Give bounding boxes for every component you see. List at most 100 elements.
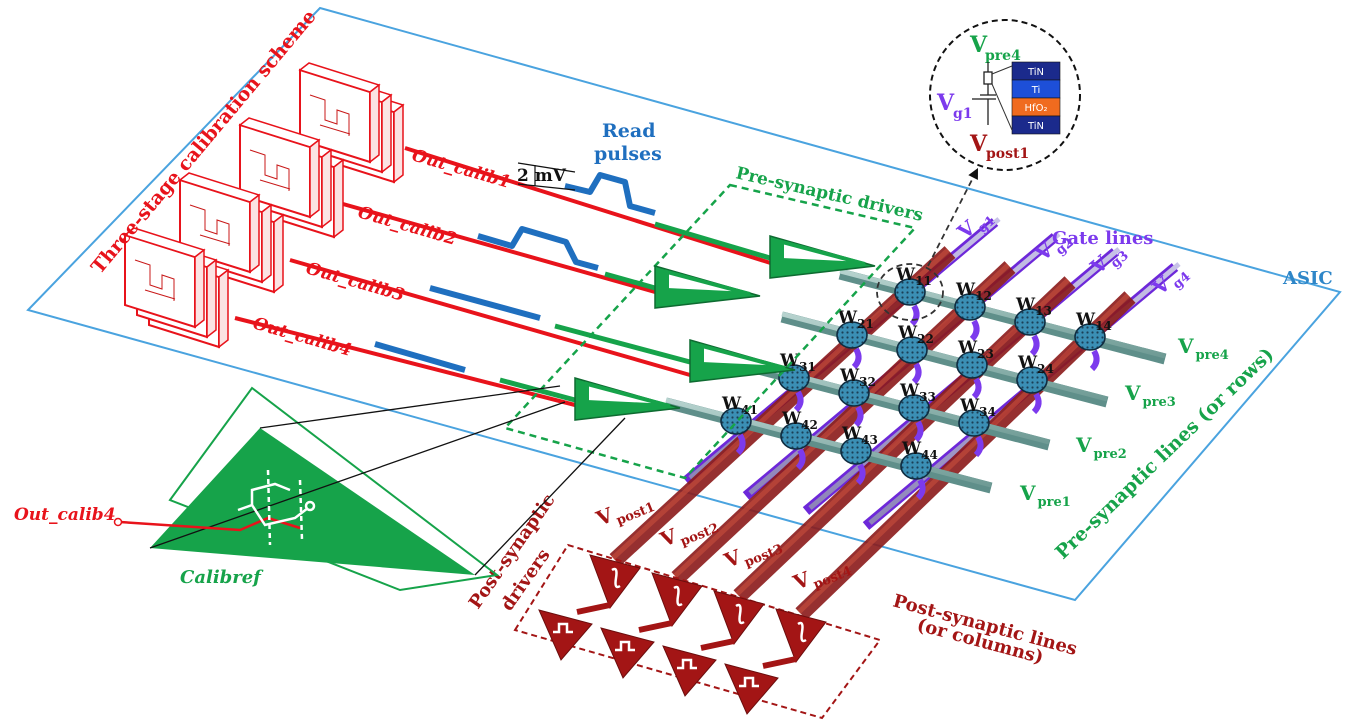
post-line-highlight-3 <box>735 278 1070 596</box>
circuit-icon <box>189 204 231 246</box>
post-comparator-3 <box>662 645 717 697</box>
zoom-line-3 <box>474 417 626 576</box>
gate-connector <box>851 347 862 370</box>
pre-drivers-label: Pre-synaptic drivers <box>734 163 925 226</box>
pre-driver-inner-4 <box>585 381 671 408</box>
pre-wire-3 <box>554 323 691 365</box>
weight-label-21: W21 <box>837 308 874 331</box>
gate-connector <box>735 433 746 456</box>
integrator-icon <box>673 585 683 607</box>
calib-wire-4 <box>234 316 576 407</box>
gate-connector <box>1031 392 1042 415</box>
comparator-icon <box>615 640 635 652</box>
gate-connector <box>1089 349 1100 372</box>
weight-label-14: W14 <box>1075 310 1112 333</box>
post-line-3 <box>733 276 1076 602</box>
zoom-line-2 <box>259 385 561 429</box>
device-transistor-icon <box>972 62 996 125</box>
calib-board-side <box>218 268 229 349</box>
weight-label-43: W43 <box>841 424 878 447</box>
post-line-4 <box>795 291 1136 620</box>
pulses-label: pulses <box>594 143 662 165</box>
gate-connector <box>795 448 806 471</box>
calib-wire-1 <box>404 146 781 268</box>
zoom-arrow <box>927 167 979 267</box>
weight-node-11 <box>894 278 926 306</box>
gate-connector <box>971 377 982 400</box>
read-pulse-1 <box>564 172 656 216</box>
device-gate-sub: g1 <box>953 106 973 122</box>
stack-pointer-top <box>991 65 1013 75</box>
post-driver-link-2 <box>638 620 673 633</box>
weight-node-41 <box>720 407 752 435</box>
weight-label-32: W32 <box>839 366 876 389</box>
out-calib-2-label: Out_calib2 <box>356 203 459 250</box>
gate-connector <box>969 319 980 342</box>
weight-label-11: W11 <box>895 265 932 288</box>
weight-node-32 <box>838 379 870 407</box>
post-comparator-2 <box>600 627 655 679</box>
circuit-icon <box>249 149 291 191</box>
calibref-out-label: Out_calib4 <box>14 505 116 525</box>
weight-node-12 <box>954 293 986 321</box>
weight-label-12: W12 <box>955 280 992 303</box>
calibref-transistor-icon <box>237 469 316 546</box>
calib-board-side <box>321 148 332 229</box>
weight-node-23 <box>956 351 988 379</box>
stack-layer-label-1: TiN <box>1027 67 1044 78</box>
pre-line-4 <box>664 397 993 494</box>
calib-board-side <box>393 103 404 184</box>
gate-connector <box>909 304 920 327</box>
asic-board-outline <box>26 6 1342 602</box>
asic-label: ASIC <box>1282 268 1333 289</box>
weight-node-33 <box>898 394 930 422</box>
pre-drivers-box <box>502 183 918 480</box>
weight-label-44: W44 <box>901 439 938 462</box>
pre-wire-1 <box>654 221 771 261</box>
device-post-sub: post1 <box>986 146 1029 162</box>
calib-wire-2 <box>342 202 656 294</box>
gate-connector <box>1029 334 1040 357</box>
zoom-line-1 <box>149 401 566 549</box>
calib-board-side <box>369 83 380 164</box>
gate-lines-label: Gate lines <box>1052 228 1153 249</box>
weight-node-22 <box>896 336 928 364</box>
amplitude-label: 2 mV <box>517 166 567 186</box>
weight-node-44 <box>900 452 932 480</box>
calib-board-side <box>261 203 272 284</box>
pre-synaptic-drivers <box>574 235 876 421</box>
amplitude-marker-top <box>517 162 576 173</box>
post-line-highlight-1 <box>611 248 950 560</box>
weight-label-13: W13 <box>1015 295 1052 318</box>
calibration-wires <box>234 146 781 407</box>
post-line-highlight-2 <box>673 263 1010 578</box>
post-line-2 <box>671 261 1016 584</box>
post-driver-link-3 <box>700 638 735 651</box>
pre-line-3 <box>722 354 1051 451</box>
device-pre-v: V <box>969 32 988 58</box>
post-line-1 <box>609 246 956 566</box>
weight-label-41: W41 <box>721 394 758 417</box>
gate-connector <box>973 435 984 458</box>
calib-wire-3 <box>289 258 691 377</box>
read-pulse-2 <box>477 226 599 271</box>
out-calib-1-label: Out_calib1 <box>410 146 513 193</box>
calibration-blocks <box>123 62 405 349</box>
read-label: Read <box>602 120 655 142</box>
pre-line-1 <box>838 268 1167 365</box>
calib-board-side <box>194 248 205 329</box>
post-comparator-1 <box>538 609 593 661</box>
calibref-input-wire <box>119 516 301 532</box>
stack-layer-label-3: HfO₂ <box>1025 103 1048 114</box>
comparator-icon <box>677 658 697 670</box>
post-synaptic-lines <box>609 246 1136 620</box>
stack-layer-label-4: TiN <box>1027 121 1044 132</box>
gate-connector <box>915 478 926 501</box>
device-pre-sub: pre4 <box>985 48 1021 64</box>
out-calib-4-label: Out_calib4 <box>251 314 354 361</box>
